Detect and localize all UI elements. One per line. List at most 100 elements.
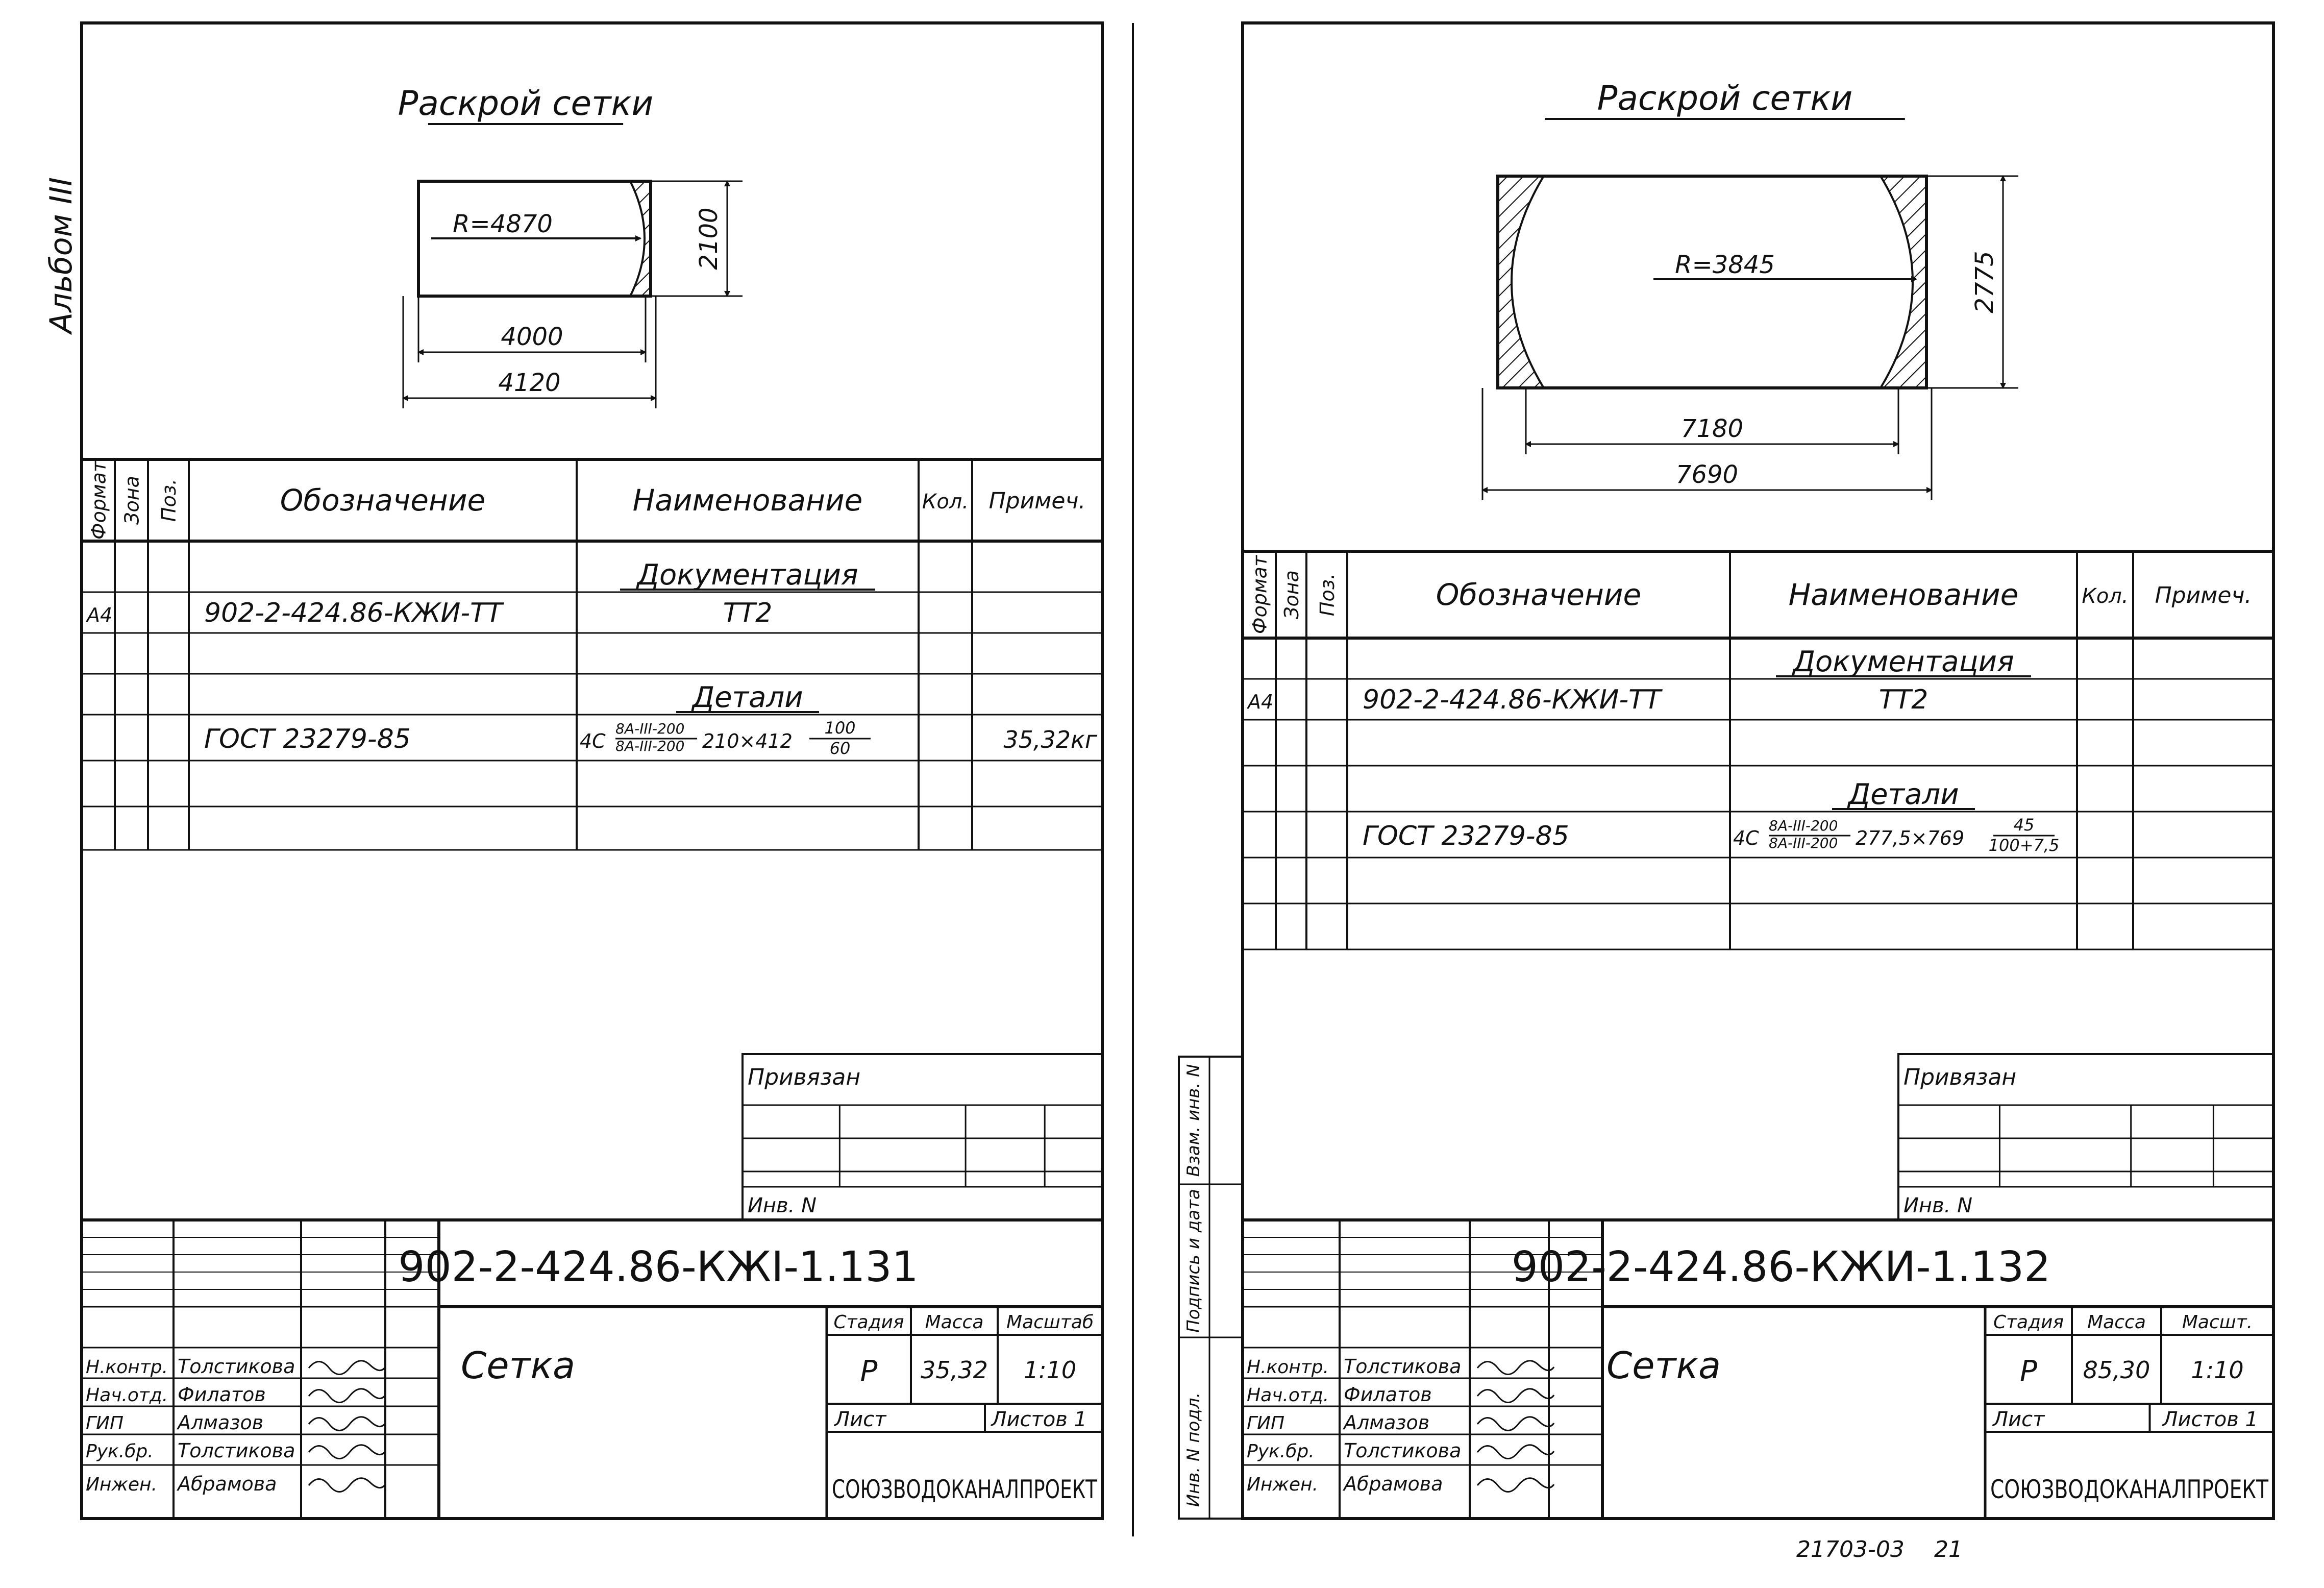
row-doc-format: А4	[85, 604, 112, 626]
signature-scribble	[1476, 1388, 1555, 1403]
sheet-label: Лист	[833, 1408, 887, 1431]
section-documentation: Документация	[635, 558, 858, 592]
header-designation: Обозначение	[280, 483, 485, 518]
signer-name: Филатов	[1344, 1383, 1432, 1406]
sheet-label: Лист	[1992, 1408, 2045, 1431]
outer-width-label: 7690	[1676, 460, 1738, 489]
signature-scribble	[308, 1416, 386, 1431]
row-part-sub-num: 100	[824, 718, 855, 738]
signature-scribble	[1476, 1360, 1555, 1375]
inv-n-label: Инв. N	[1903, 1194, 1972, 1217]
document-code: 902-2-424.86-КЖI-1.131	[398, 1243, 918, 1291]
privyazan-label: Привязан	[1903, 1064, 2016, 1090]
signer-name: Толстикова	[1344, 1439, 1461, 1462]
item-name: Сетка	[1606, 1344, 1721, 1387]
scale-value: 1:10	[2191, 1356, 2243, 1384]
scale-value: 1:10	[1024, 1356, 1076, 1384]
section-parts: Детали	[1846, 778, 1959, 811]
header-pos: Поз.	[158, 479, 180, 522]
signer-role: Рук.бр.	[1247, 1441, 1315, 1462]
header-format: Формат	[88, 460, 110, 540]
inner-width-label: 4000	[501, 323, 563, 351]
signature-scribble	[308, 1444, 386, 1459]
signer-name: Толстикова	[178, 1355, 295, 1378]
stage-value: Р	[860, 1355, 878, 1388]
signer-name: Абрамова	[176, 1473, 277, 1495]
signature-scribble	[308, 1477, 386, 1493]
mesh-outline	[1496, 175, 1928, 389]
signer-role: Н.контр.	[86, 1357, 168, 1378]
radius-label: R=4870	[453, 210, 553, 238]
mass-value: 85,30	[2083, 1356, 2150, 1384]
header-note: Примеч.	[989, 488, 1086, 514]
signature-scribble	[1476, 1416, 1555, 1431]
signer-name: Филатов	[178, 1383, 266, 1406]
row-part-sub-den: 60	[830, 739, 851, 758]
stage-label: Стадия	[833, 1312, 904, 1333]
radius-label: R=3845	[1675, 251, 1775, 279]
row-doc-name: ТТ2	[1879, 685, 1929, 715]
header-format: Формат	[1249, 554, 1271, 634]
row-doc-format: А4	[1246, 691, 1273, 713]
row-part-sub-den: 100+7,5	[1989, 836, 2060, 855]
signer-name: Толстикова	[178, 1439, 295, 1462]
signer-role: ГИП	[86, 1413, 123, 1434]
height-dim-label: 2100	[695, 207, 723, 270]
stamp-vzam-inv: Взам. инв. N	[1183, 1064, 1204, 1177]
signer-role: Рук.бр.	[86, 1441, 154, 1462]
signature-scribble	[308, 1388, 386, 1403]
signature-scribble	[308, 1360, 386, 1375]
organization-name: СОЮЗВОДОКАНАЛПРОЕКТ	[1990, 1475, 2268, 1504]
row-part-designation: ГОСТ 23279-85	[1363, 821, 1569, 851]
signature-scribble	[1476, 1444, 1555, 1459]
signer-name: Абрамова	[1342, 1473, 1443, 1495]
signer-role: Нач.отд.	[1247, 1385, 1329, 1406]
hatched-cap-right	[628, 180, 652, 297]
stamp-signature-date: Подпись и дата	[1183, 1189, 1204, 1333]
header-pos: Поз.	[1316, 573, 1339, 616]
document-code: 902-2-424.86-КЖИ-1.132	[1512, 1243, 2051, 1291]
row-part-sub-num: 45	[2014, 815, 2035, 835]
hatched-cap-left	[1497, 175, 1546, 389]
signer-role: Инжен.	[86, 1474, 157, 1495]
mass-label: Масса	[2087, 1312, 2146, 1333]
privyazan-label: Привязан	[748, 1064, 860, 1090]
cutting-title: Раскрой сетки	[1597, 79, 1853, 118]
signer-name: Алмазов	[1342, 1411, 1429, 1434]
cutting-title: Раскрой сетки	[398, 84, 654, 123]
row-part-size: 277,5×769	[1856, 827, 1964, 849]
section-parts: Детали	[690, 681, 803, 714]
header-designation: Обозначение	[1436, 577, 1641, 612]
header-name: Наименование	[1789, 577, 2019, 612]
row-doc-designation: 902-2-424.86-КЖИ-ТТ	[204, 598, 505, 628]
signer-role: ГИП	[1247, 1413, 1284, 1434]
row-part-size: 210×412	[702, 730, 793, 752]
hatched-cap-right	[1878, 175, 1927, 389]
header-zone: Зона	[1280, 570, 1303, 619]
bottom-page: 21	[1934, 1536, 1963, 1562]
row-part-prefix: 4С	[1733, 827, 1759, 849]
scale-label: Масштаб	[1006, 1312, 1094, 1333]
signer-role: Н.контр.	[1247, 1357, 1329, 1378]
item-name: Сетка	[461, 1344, 575, 1387]
height-dim-label: 2775	[1970, 251, 1999, 313]
sheets-count-label: Листов 1	[2161, 1408, 2258, 1431]
row-part-frac-num: 8А-III-200	[1769, 817, 1838, 834]
section-documentation: Документация	[1791, 645, 2014, 678]
stage-value: Р	[2020, 1355, 2037, 1388]
inner-width-label: 7180	[1681, 414, 1743, 443]
sheet-frame	[1241, 21, 2275, 1520]
signer-role: Нач.отд.	[86, 1385, 168, 1406]
stage-label: Стадия	[1993, 1312, 2064, 1333]
row-part-designation: ГОСТ 23279-85	[204, 724, 411, 754]
row-doc-designation: 902-2-424.86-КЖИ-ТТ	[1363, 685, 1663, 715]
row-doc-name: ТТ2	[723, 598, 773, 628]
outer-width-label: 4120	[498, 369, 560, 397]
scale-label: Масшт.	[2182, 1312, 2253, 1333]
sheets-count-label: Листов 1	[990, 1408, 1087, 1431]
signer-name: Толстикова	[1344, 1355, 1461, 1378]
signature-scribble	[1476, 1477, 1555, 1493]
